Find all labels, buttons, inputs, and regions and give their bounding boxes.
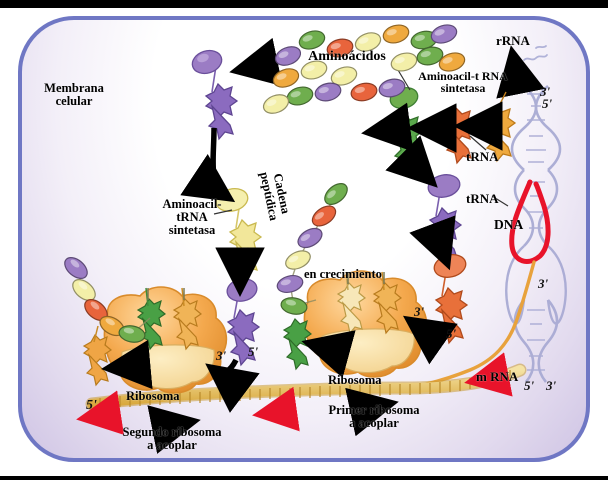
amino-acid — [326, 38, 354, 58]
amino-acid — [350, 82, 378, 102]
arrow-to-free-trna — [229, 37, 283, 87]
arrow-green-out — [361, 102, 414, 152]
ribosome-stem-lines — [147, 272, 385, 300]
label-en-crecimiento: en crecimiento — [304, 267, 382, 281]
prime-mrna-left-5: 5' — [86, 398, 97, 413]
mrna-direction-arrow-left — [76, 390, 125, 435]
prime-left-trna-5: 5' — [248, 344, 259, 359]
label-trna-2: tRNA — [466, 191, 499, 206]
peptide-residue — [285, 250, 311, 270]
prime-dna-top-5: 5' — [542, 96, 553, 111]
peptide-residue — [311, 205, 337, 227]
prime-dna-bottom-3: 3' — [546, 378, 557, 393]
label-aminoacil-trna-sintetasa-top: Aminoacil-t RNA sintetasa — [418, 69, 508, 96]
prime-dna-top-3: 3' — [540, 84, 551, 99]
label-ribosoma-left: Ribosoma — [126, 389, 180, 403]
label-ribosoma-right: Ribosoma — [328, 373, 382, 387]
peptide-residue — [280, 297, 308, 315]
arrow-trna-to-ribosome-left — [205, 358, 260, 413]
label-dna: DNA — [494, 217, 524, 232]
amino-acid — [262, 94, 290, 114]
amino-acid — [438, 52, 466, 72]
peptide-residue — [324, 183, 348, 205]
prime-right-trna-3: 3' — [414, 304, 425, 319]
amino-acid — [300, 60, 328, 80]
peptide-residue — [118, 325, 146, 343]
prime-left-trna-3: 3' — [216, 348, 227, 363]
label-trna-1: tRNA — [466, 149, 499, 164]
prime-dna-mid-3: 3' — [538, 276, 549, 291]
top-black-bar — [0, 0, 608, 8]
amino-acid — [274, 46, 302, 66]
arrow-salmon-into-ribosome — [402, 315, 458, 365]
mrna-direction-arrow-mid — [252, 386, 300, 432]
label-aminoacidos: Aminoácidos — [308, 49, 386, 64]
arrow-segundo-ribosoma-pointer — [147, 405, 201, 454]
amino-acid — [382, 24, 410, 44]
prime-dna-bottom-5: 5' — [524, 378, 535, 393]
mrna-direction-arrow-right — [464, 352, 513, 397]
trna-free-top — [191, 49, 239, 141]
amino-acid — [378, 78, 406, 98]
peptide-residue — [276, 274, 304, 294]
label-rrna: rRNA — [496, 33, 530, 48]
amino-acid — [298, 30, 326, 50]
label-segundo-ribosoma-a-acoplar: Segundo ribosoma a acoplar — [122, 425, 222, 452]
leader-lines — [213, 69, 509, 215]
bottom-black-bar — [0, 476, 608, 480]
arrow-exit-right-trna — [301, 330, 356, 379]
amino-acid — [354, 32, 382, 52]
trna-in-left-ribosome-b — [172, 287, 203, 351]
trna-in-right-ribosome-b — [372, 271, 403, 335]
label-primer-ribosoma-a-acoplar: Primer ribosoma a acoplar — [328, 403, 420, 430]
amino-acid — [314, 82, 342, 102]
label-membrana-celular: Membrana celular — [44, 81, 104, 108]
amino-acid — [416, 46, 444, 66]
arrow-to-purple-mid — [385, 135, 438, 188]
peptide-residue — [72, 279, 96, 301]
transcription-bubble-strand — [509, 179, 551, 264]
label-aminoacil-trna-sintetasa-left: Aminoacil- tRNA sintetasa — [162, 197, 222, 237]
arrow-exit-left-trna — [101, 339, 153, 390]
arrow-primer-ribosoma-pointer — [345, 387, 399, 437]
peptide-residue — [297, 227, 323, 249]
amino-acid — [410, 30, 438, 50]
trna-in-right-ribosome-a — [336, 271, 367, 335]
amino-acid — [330, 66, 358, 86]
rrna-arrow — [496, 45, 545, 99]
amino-acid — [430, 24, 458, 44]
prime-right-trna-5: 5' — [446, 326, 457, 341]
amino-acid — [286, 86, 314, 106]
amino-acid — [272, 68, 300, 88]
peptide-residue — [64, 257, 88, 279]
arrow-down-left-curve — [180, 127, 236, 203]
amino-acid — [390, 52, 418, 72]
label-mrna: m RNA — [476, 369, 519, 384]
arrow-purple-to-salmon — [409, 215, 456, 271]
